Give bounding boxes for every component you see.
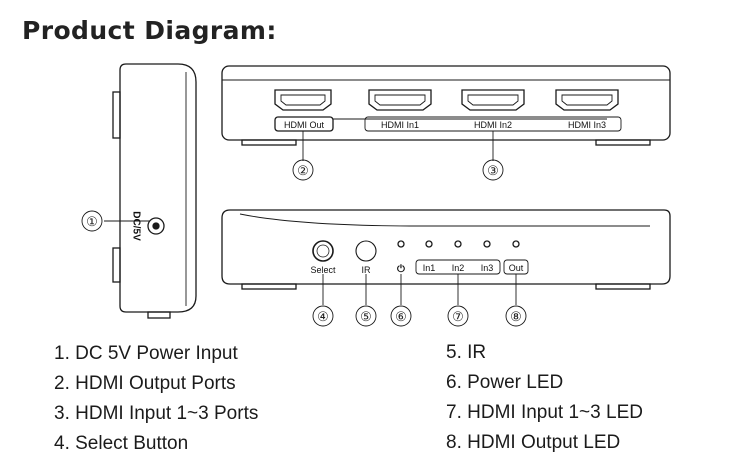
side-view xyxy=(104,63,197,319)
product-diagram: DC/5V HDMI Out HDMI In1 HDMI In2 HDMI In… xyxy=(81,63,671,327)
legend-left: 1. DC 5V Power Input 2. HDMI Output Port… xyxy=(54,339,258,459)
hdmi-in3-label: HDMI In3 xyxy=(568,120,606,130)
select-button xyxy=(312,240,334,262)
power-icon: ⏻ xyxy=(397,263,405,275)
legend-item-3: 3. HDMI Input 1~3 Ports xyxy=(54,403,259,424)
callout-1: ① xyxy=(86,215,98,230)
front-view xyxy=(221,209,671,305)
hdmi-in2-label: HDMI In2 xyxy=(474,120,512,130)
out-led xyxy=(512,240,520,248)
legend-item-5: 5. IR xyxy=(446,342,487,363)
legend-item-1: 1. DC 5V Power Input xyxy=(54,343,238,364)
legend-item-2: 2. HDMI Output Ports xyxy=(54,373,236,394)
hdmi-in1-label: HDMI In1 xyxy=(381,120,419,130)
legend-item-4: 4. Select Button xyxy=(54,433,189,454)
led-label-in1: In1 xyxy=(423,263,436,273)
ir-label: IR xyxy=(362,265,372,275)
legend-item-6: 6. Power LED xyxy=(446,372,564,393)
callout-5: ⑤ xyxy=(360,310,372,325)
ir-window xyxy=(355,240,377,262)
hdmi-in3-port xyxy=(555,89,619,111)
hdmi-in2-port xyxy=(461,89,525,111)
legend-item-8: 8. HDMI Output LED xyxy=(446,432,621,453)
hdmi-out-port xyxy=(274,89,332,111)
hdmi-in1-port xyxy=(368,89,432,111)
callout-7: ⑦ xyxy=(452,310,464,325)
led-label-in3: In3 xyxy=(481,263,494,273)
callout-2: ② xyxy=(297,164,309,179)
select-label: Select xyxy=(310,265,336,275)
page-title: Product Diagram: xyxy=(22,16,277,45)
callout-3: ③ xyxy=(487,164,499,179)
led-label-in2: In2 xyxy=(452,263,465,273)
power-led xyxy=(397,240,405,248)
legend-right: 5. IR 6. Power LED 7. HDMI Input 1~3 LED… xyxy=(446,338,643,458)
top-view xyxy=(221,65,671,161)
dc-5v-label: DC/5V xyxy=(130,211,141,241)
led-label-out: Out xyxy=(509,263,524,273)
callout-8: ⑧ xyxy=(510,310,522,325)
callout-4: ④ xyxy=(317,310,329,325)
dc-power-jack xyxy=(147,217,165,235)
in3-led xyxy=(483,240,491,248)
callout-6: ⑥ xyxy=(395,310,407,325)
legend-item-7: 7. HDMI Input 1~3 LED xyxy=(446,402,643,423)
in1-led xyxy=(425,240,433,248)
hdmi-out-label: HDMI Out xyxy=(284,120,325,130)
in2-led xyxy=(454,240,462,248)
